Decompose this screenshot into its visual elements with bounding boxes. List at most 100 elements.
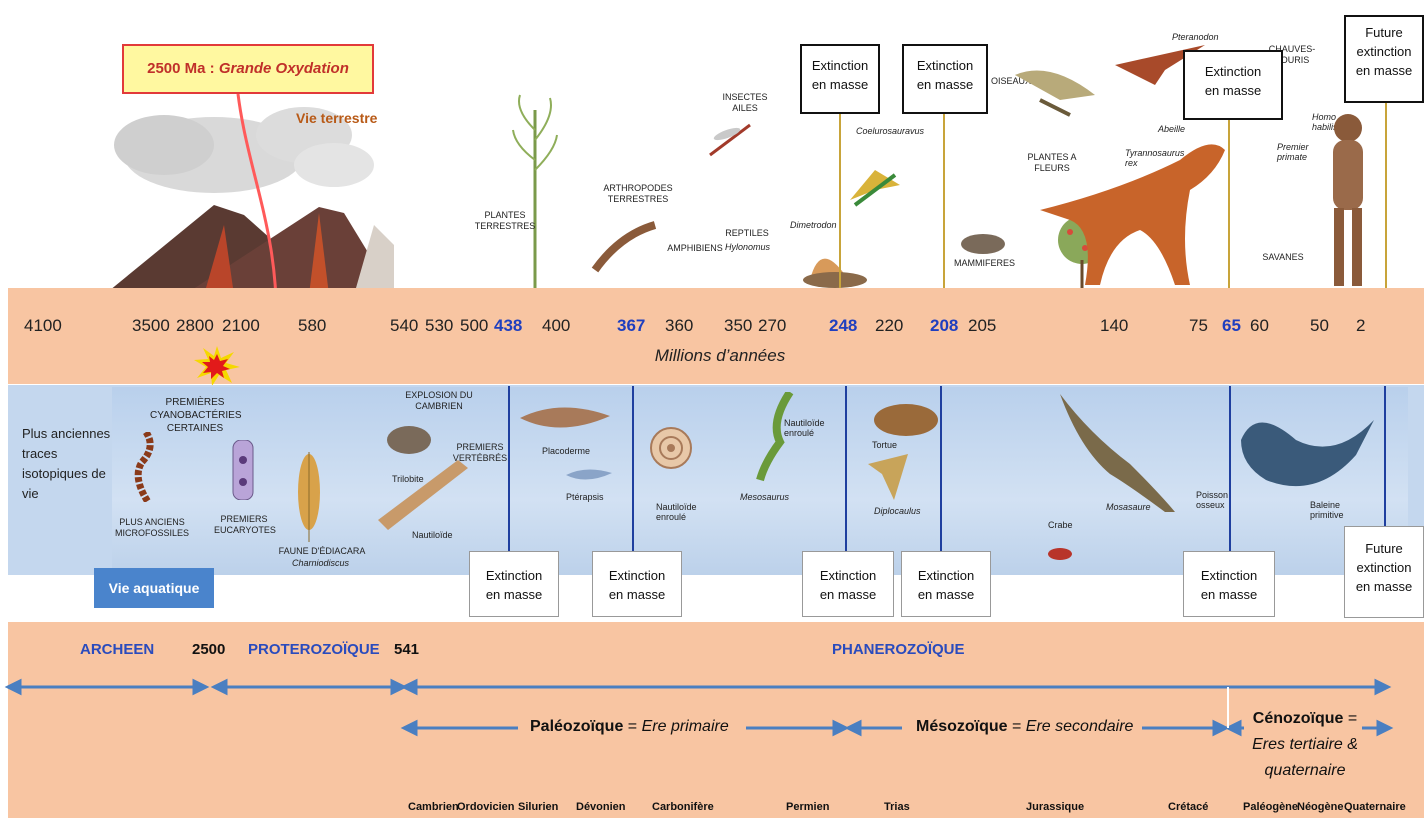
year-205: 205 xyxy=(968,316,996,336)
eon-archeen: ARCHEEN xyxy=(80,641,154,658)
year-2: 2 xyxy=(1356,316,1365,336)
dragonfly-illustration xyxy=(705,120,755,160)
label-plantes-terrestres: PLANTES TERRESTRES xyxy=(470,210,540,232)
label-charniodiscus: Charniodiscus xyxy=(292,558,349,568)
period-neogene: Néogène xyxy=(1297,801,1343,813)
year-4100: 4100 xyxy=(24,316,62,336)
year-2800: 2800 xyxy=(176,316,214,336)
year-2100: 2100 xyxy=(222,316,260,336)
eukaryote-illustration xyxy=(228,440,258,500)
aquatic-life-label: Vie aquatique xyxy=(94,568,214,608)
label-diplocaulus: Diplocaulus xyxy=(874,506,921,516)
oxidation-label: Grande Oxydation xyxy=(219,60,349,77)
period-quaternaire: Quaternaire xyxy=(1344,801,1406,813)
diplocaulus-illustration xyxy=(868,454,908,500)
extinction-line-248-top xyxy=(839,100,841,290)
eon-boundary-2500: 2500 xyxy=(192,641,225,658)
arthropod-illustration xyxy=(590,215,660,275)
era-cenozoique-desc1: Eres tertiaire & xyxy=(1252,736,1358,753)
label-eucaryotes: PREMIERS EUCARYOTES xyxy=(214,514,274,536)
label-dimetrodon: Dimetrodon xyxy=(790,220,837,230)
crab-illustration xyxy=(1040,544,1080,564)
label-nautiloide: Nautiloïde xyxy=(412,530,453,540)
era-mesozoique: Mésozoïque = Ere secondaire xyxy=(916,718,1133,736)
turtle-illustration xyxy=(868,398,944,438)
year-580: 580 xyxy=(298,316,326,336)
label-microfossiles: PLUS ANCIENS MICROFOSSILES xyxy=(112,517,192,539)
microfossil-illustration xyxy=(132,432,160,502)
placoderm-illustration xyxy=(520,398,610,438)
era-cenozoique: Cénozoïque = Eres tertiaire & quaternair… xyxy=(1240,706,1370,784)
period-trias: Trias xyxy=(884,801,910,813)
era-mesozoique-desc: Ere secondaire xyxy=(1026,718,1134,735)
extinction-line-367 xyxy=(632,386,634,551)
period-ordovicien: Ordovicien xyxy=(457,801,514,813)
mammal-illustration xyxy=(958,230,1008,256)
whale-illustration xyxy=(1236,400,1376,500)
pterapsis-illustration xyxy=(566,465,612,485)
year-367: 367 xyxy=(617,316,645,336)
ammonite-illustration xyxy=(648,425,694,471)
mosasaur-illustration xyxy=(1050,394,1180,514)
period-cretace: Crétacé xyxy=(1168,801,1208,813)
oldest-life-label: Plus anciennes traces isotopiques de vie xyxy=(22,424,112,504)
extinction-line-438 xyxy=(508,386,510,551)
eon-proterozoique: PROTEROZOÏQUE xyxy=(248,641,380,658)
year-140: 140 xyxy=(1100,316,1128,336)
terrestrial-life-label: Vie terrestre xyxy=(296,110,377,126)
eon-boundary-541: 541 xyxy=(394,641,419,658)
dimetrodon-illustration xyxy=(790,235,870,290)
era-cenozoique-desc2: quaternaire xyxy=(1265,762,1346,779)
year-3500: 3500 xyxy=(132,316,170,336)
label-cyano: PREMIÈRES CYANOBACTÉRIES CERTAINES xyxy=(150,396,240,435)
label-hylonomus: Hylonomus xyxy=(725,242,770,252)
year-50: 50 xyxy=(1310,316,1329,336)
label-tortue: Tortue xyxy=(872,440,897,450)
extinction-box-top-1: Extinctionen masse xyxy=(800,44,880,114)
charniodiscus-illustration xyxy=(296,452,322,542)
label-primate: Premier primate xyxy=(1277,142,1321,162)
extinction-line-future-top xyxy=(1385,102,1387,290)
extinction-line-208-top xyxy=(943,100,945,290)
label-crabe: Crabe xyxy=(1048,520,1073,530)
era-cenozoique-name: Cénozoïque xyxy=(1253,710,1344,727)
label-nautiloide-enroule-1: Nautiloïde enroulé xyxy=(656,502,696,522)
period-devonien: Dévonien xyxy=(576,801,626,813)
year-208: 208 xyxy=(930,316,958,336)
label-placoderme: Placoderme xyxy=(542,446,590,456)
year-438: 438 xyxy=(494,316,522,336)
timeline-unit: Millions d’années xyxy=(600,346,840,366)
label-ediacara: FAUNE D'ÉDIACARA xyxy=(272,546,372,557)
bird-illustration xyxy=(1010,55,1100,125)
period-silurien: Silurien xyxy=(518,801,558,813)
oxidation-year: 2500 Ma : xyxy=(147,60,215,77)
label-cambrien: EXPLOSION DU CAMBRIEN xyxy=(404,390,474,412)
label-mosasaure: Mosasaure xyxy=(1106,502,1151,512)
extinction-line-65-top xyxy=(1228,118,1230,290)
label-amphibiens: AMPHIBIENS xyxy=(665,243,725,254)
extinction-line-future xyxy=(1384,386,1386,526)
label-savanes: SAVANES xyxy=(1258,252,1308,263)
label-coelurosauravus: Coelurosauravus xyxy=(856,126,924,136)
period-jurassique: Jurassique xyxy=(1026,801,1084,813)
period-cambrien: Cambrien xyxy=(408,801,459,813)
year-500: 500 xyxy=(460,316,488,336)
year-75: 75 xyxy=(1189,316,1208,336)
year-270: 270 xyxy=(758,316,786,336)
trilobite-illustration xyxy=(384,420,434,460)
era-paleozoique-name: Paléozoïque xyxy=(530,718,623,735)
label-baleine: Baleine primitive xyxy=(1310,500,1358,520)
trex-illustration xyxy=(1040,120,1230,290)
extinction-box-sea-future: Futureextinctionen masse xyxy=(1344,526,1424,618)
extinction-box-sea-3: Extinctionen masse xyxy=(802,551,894,617)
oxidation-star-icon xyxy=(194,346,240,386)
period-permien: Permien xyxy=(786,801,829,813)
period-carbonifere: Carbonifère xyxy=(652,801,714,813)
label-mesosaurus: Mesosaurus xyxy=(740,492,789,502)
label-poisson: Poisson osseux xyxy=(1196,490,1232,510)
extinction-line-208 xyxy=(940,386,942,551)
year-540: 540 xyxy=(390,316,418,336)
